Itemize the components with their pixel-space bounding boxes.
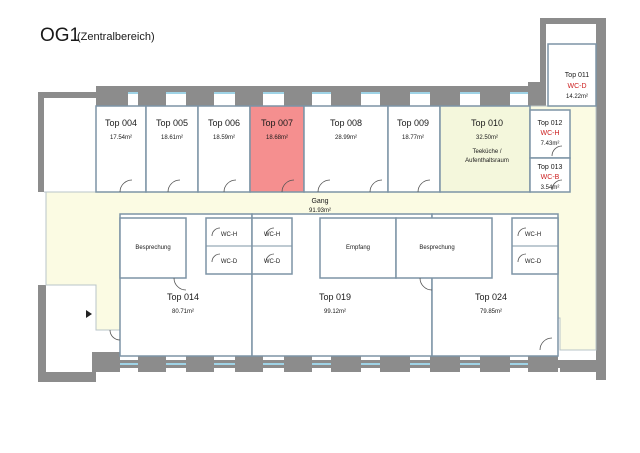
wall-top-left xyxy=(38,92,96,192)
top-row-rooms xyxy=(95,43,597,193)
label-top010-desc1: Teeküche / xyxy=(472,149,501,155)
wall-bottom-right xyxy=(560,360,600,372)
plan-title: OG1 xyxy=(40,25,80,46)
label-top007-name: Top 007 xyxy=(261,118,293,128)
corridor-main xyxy=(96,192,560,214)
entrance-arrow-icon xyxy=(86,310,92,318)
label-top012-area: 7.43m² xyxy=(541,141,560,147)
label-besprechung-1: Besprechung xyxy=(135,245,170,251)
label-top005-area: 18.61m² xyxy=(161,135,183,141)
label-wc-d-1: WC-D xyxy=(221,259,238,265)
label-top011-sub: WC-D xyxy=(567,83,586,90)
label-wc-d-2: WC-D xyxy=(264,259,281,265)
label-top010-area: 32.50m² xyxy=(476,135,498,141)
label-top013-name: Top 013 xyxy=(538,164,563,171)
plan-subtitle: (Zentralbereich) xyxy=(77,31,155,43)
label-top008-area: 28.99m² xyxy=(335,135,357,141)
label-top013-area: 3.54m² xyxy=(541,185,560,191)
room-top006 xyxy=(197,105,251,193)
label-top010-desc2: Aufenthaltsraum xyxy=(465,158,509,164)
label-top014-name: Top 014 xyxy=(167,292,199,302)
label-top011-area: 14.22m² xyxy=(566,94,588,100)
label-top004-name: Top 004 xyxy=(105,118,137,128)
label-wc-h-3: WC-H xyxy=(525,232,541,238)
door-swings-bottom xyxy=(109,227,553,351)
room-empfang xyxy=(319,217,397,279)
label-top006-name: Top 006 xyxy=(208,118,240,128)
label-top009-name: Top 009 xyxy=(397,118,429,128)
labels-corridor: Gang 91.93m² xyxy=(309,198,331,214)
label-top024-area: 79.85m² xyxy=(480,309,502,315)
label-top024-name: Top 024 xyxy=(475,292,507,302)
room-top009 xyxy=(387,105,441,193)
labels-top-row: Top 004 17.54m² Top 005 18.61m² Top 006 … xyxy=(105,72,589,191)
room-top010 xyxy=(439,105,531,193)
label-top006-area: 18.59m² xyxy=(213,135,235,141)
wall-piers-bottom xyxy=(92,352,558,372)
labels-bottom: Besprechung Empfang Besprechung WC-H WC-… xyxy=(135,232,542,315)
label-empfang: Empfang xyxy=(346,245,370,251)
label-gang-name: Gang xyxy=(311,198,328,205)
wall-bottom-left xyxy=(38,285,96,382)
label-top010-name: Top 010 xyxy=(471,118,503,128)
wall-right xyxy=(596,18,606,380)
label-top019-name: Top 019 xyxy=(319,292,351,302)
room-top005 xyxy=(145,105,199,193)
label-wc-d-3: WC-D xyxy=(525,259,542,265)
label-top013-sub: WC-B xyxy=(541,174,560,181)
bottom-rooms xyxy=(119,213,559,357)
label-top005-name: Top 005 xyxy=(156,118,188,128)
wall-piers-top xyxy=(96,82,546,106)
label-top009-area: 18.77m² xyxy=(402,135,424,141)
label-top019-area: 99.12m² xyxy=(324,309,346,315)
room-besprechung-2 xyxy=(395,217,493,279)
room-top008 xyxy=(303,105,389,193)
door-swings-top xyxy=(119,145,563,193)
label-wc-h-2: WC-H xyxy=(264,232,280,238)
label-top008-name: Top 008 xyxy=(330,118,362,128)
room-top012 xyxy=(529,109,571,159)
label-top012-name: Top 012 xyxy=(538,120,563,127)
label-top011-name: Top 011 xyxy=(565,72,589,79)
label-gang-area: 91.93m² xyxy=(309,208,331,214)
label-wc-h-1: WC-H xyxy=(221,232,237,238)
room-top004 xyxy=(95,105,147,193)
label-top004-area: 17.54m² xyxy=(110,135,132,141)
label-top007-area: 18.68m² xyxy=(266,135,288,141)
room-besprechung-1 xyxy=(119,217,187,279)
label-top014-area: 80.71m² xyxy=(172,309,194,315)
label-besprechung-2: Besprechung xyxy=(419,245,454,251)
room-top013 xyxy=(529,157,571,193)
label-top012-sub: WC-H xyxy=(540,130,559,137)
room-top011 xyxy=(547,43,597,107)
